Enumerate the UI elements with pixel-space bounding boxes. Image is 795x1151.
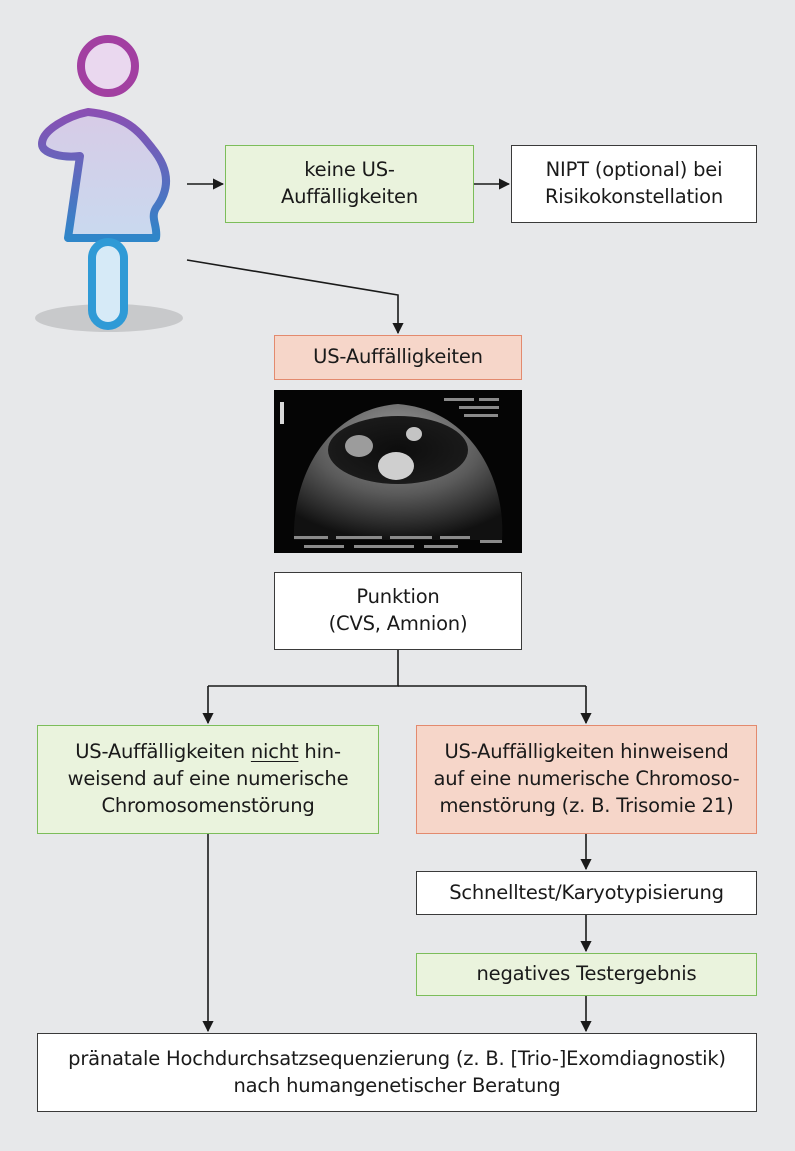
node-keine-us-line1: keine US- (304, 158, 395, 182)
node-negativ: negatives Testergebnis (416, 953, 757, 996)
node-hinweisend-line3: menstörung (z. B. Trisomie 21) (439, 793, 734, 817)
ultrasound-image (274, 390, 522, 553)
node-nicht-hinweisend-line2: weisend auf eine numerische (67, 767, 349, 791)
node-nipt-line1: NIPT (optional) bei (545, 158, 723, 182)
node-keine-us-line2: Auffälligkeiten (280, 185, 419, 208)
node-hinweisend-line1: US-Auffälligkeiten hinweisend (444, 740, 729, 764)
node-sequenzierung-line2: nach humangenetischer Beratung (233, 1073, 561, 1097)
node-us-auffaelligkeiten: US-Auffälligkeiten (274, 335, 522, 380)
node-punktion-line2: (CVS, Amnion) (328, 612, 468, 635)
node-punktion-line1: Punktion (356, 585, 440, 609)
arrow-figure-to-us (186, 259, 404, 335)
ultrasound-scan (274, 390, 522, 553)
node-hinweisend: US-Auffälligkeiten hinweisend auf eine n… (416, 725, 757, 834)
line-punktion-split (208, 650, 399, 687)
node-schnelltest-text: Schnelltest/Karyotypisierung (449, 880, 724, 904)
node-nicht-hinweisend-line1-b: hin- (298, 740, 341, 764)
node-nicht-hinweisend-line1: US-Auffälligkeiten nicht hin- (75, 739, 341, 766)
node-nicht-hinweisend-line3: Chromosomenstörung (101, 793, 315, 817)
node-nicht-hinweisend: US-Auffälligkeiten nicht hin- weisend au… (37, 725, 379, 834)
node-keine-us: keine US- Auffälligkeiten (225, 145, 474, 223)
node-negativ-text: negatives Testergebnis (476, 962, 697, 986)
node-nicht-hinweisend-line1-a: US-Auffälligkeiten (75, 740, 251, 764)
node-nicht-hinweisend-underlined: nicht (250, 740, 299, 764)
node-nipt-line2: Risikokonstellation (544, 185, 724, 208)
node-schnelltest: Schnelltest/Karyotypisierung (416, 871, 757, 915)
node-punktion: Punktion (CVS, Amnion) (274, 572, 522, 650)
pregnant-woman-icon (35, 35, 183, 332)
node-sequenzierung-line1: pränatale Hochdurchsatzsequenzierung (z.… (68, 1046, 726, 1070)
node-us-auffaelligkeiten-text: US-Auffälligkeiten (313, 345, 483, 369)
node-nipt: NIPT (optional) bei Risikokonstellation (511, 145, 757, 223)
node-sequenzierung: pränatale Hochdurchsatzsequenzierung (z.… (37, 1033, 757, 1112)
node-hinweisend-line2: auf eine numerische Chromoso- (433, 767, 740, 791)
